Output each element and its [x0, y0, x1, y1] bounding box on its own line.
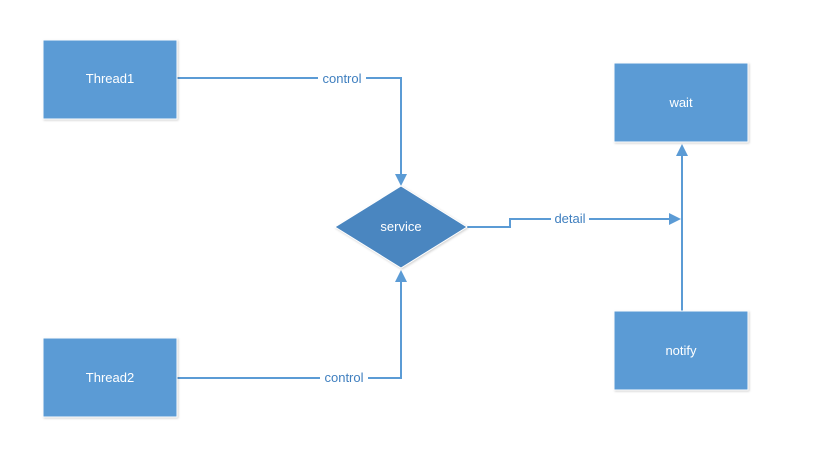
node-label-wait: wait — [668, 95, 693, 110]
edge-thread1-to-service: control — [177, 70, 407, 186]
node-label-notify: notify — [665, 343, 697, 358]
node-notify: notify — [613, 310, 749, 391]
edge-label-control-top: control — [322, 71, 361, 86]
node-thread2: Thread2 — [42, 337, 178, 418]
node-label-service: service — [380, 219, 421, 234]
node-wait: wait — [613, 62, 749, 143]
edge-label-detail: detail — [554, 211, 585, 226]
edge-thread2-to-service: control — [177, 270, 407, 386]
edge-service-to-wait: detail — [467, 211, 681, 228]
node-label-thread1: Thread1 — [86, 71, 134, 86]
node-label-thread2: Thread2 — [86, 370, 134, 385]
edge-notify-to-wait — [676, 144, 688, 311]
node-service: service — [334, 185, 468, 269]
edge-label-control-bottom: control — [324, 370, 363, 385]
node-thread1: Thread1 — [42, 39, 178, 120]
